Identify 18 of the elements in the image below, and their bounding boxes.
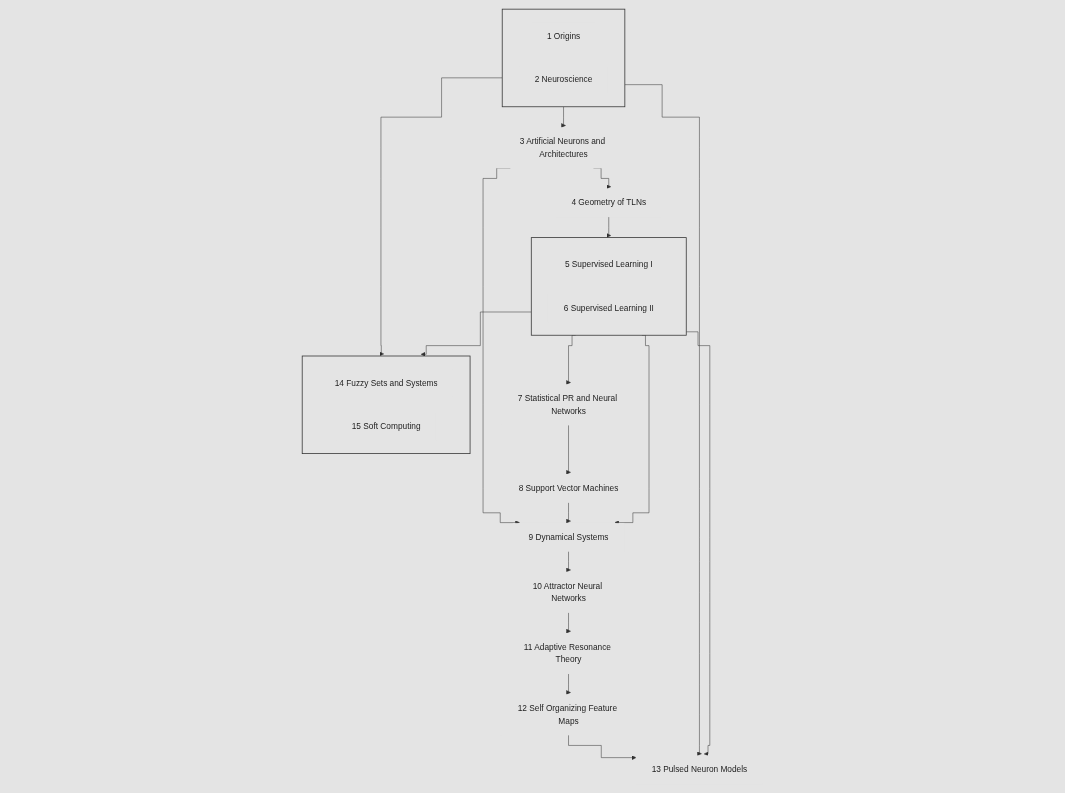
node-text: 15 Soft Computing (351, 421, 421, 431)
node-text: 6 Supervised Learning II (563, 303, 654, 313)
node-text: 11 Adaptive Resonance Theory (523, 642, 611, 664)
node-text: 4 Geometry of TLNs (571, 198, 647, 207)
node-text: 9 Dynamical Systems (528, 532, 609, 542)
node-text: 5 Supervised Learning I (564, 259, 653, 269)
node-text: 12 Self Organizing Feature Maps (517, 703, 618, 726)
cluster (501, 8, 626, 108)
node-text: 1 Origins (546, 31, 581, 41)
node-text: 2 Neuroscience (534, 75, 593, 84)
cluster (530, 237, 687, 336)
node-text: 14 Fuzzy Sets and Systems (334, 378, 438, 388)
node-text: 7 Statistical PR and Neural Networks (517, 393, 618, 416)
node-text: 10 Attractor Neural Networks (532, 581, 603, 603)
node-text: 8 Support Vector Machines (518, 483, 619, 493)
node-text: 3 Artificial Neurons and Architectures (519, 136, 606, 159)
node-text: 13 Pulsed Neuron Models (651, 765, 748, 774)
cluster (301, 355, 471, 454)
